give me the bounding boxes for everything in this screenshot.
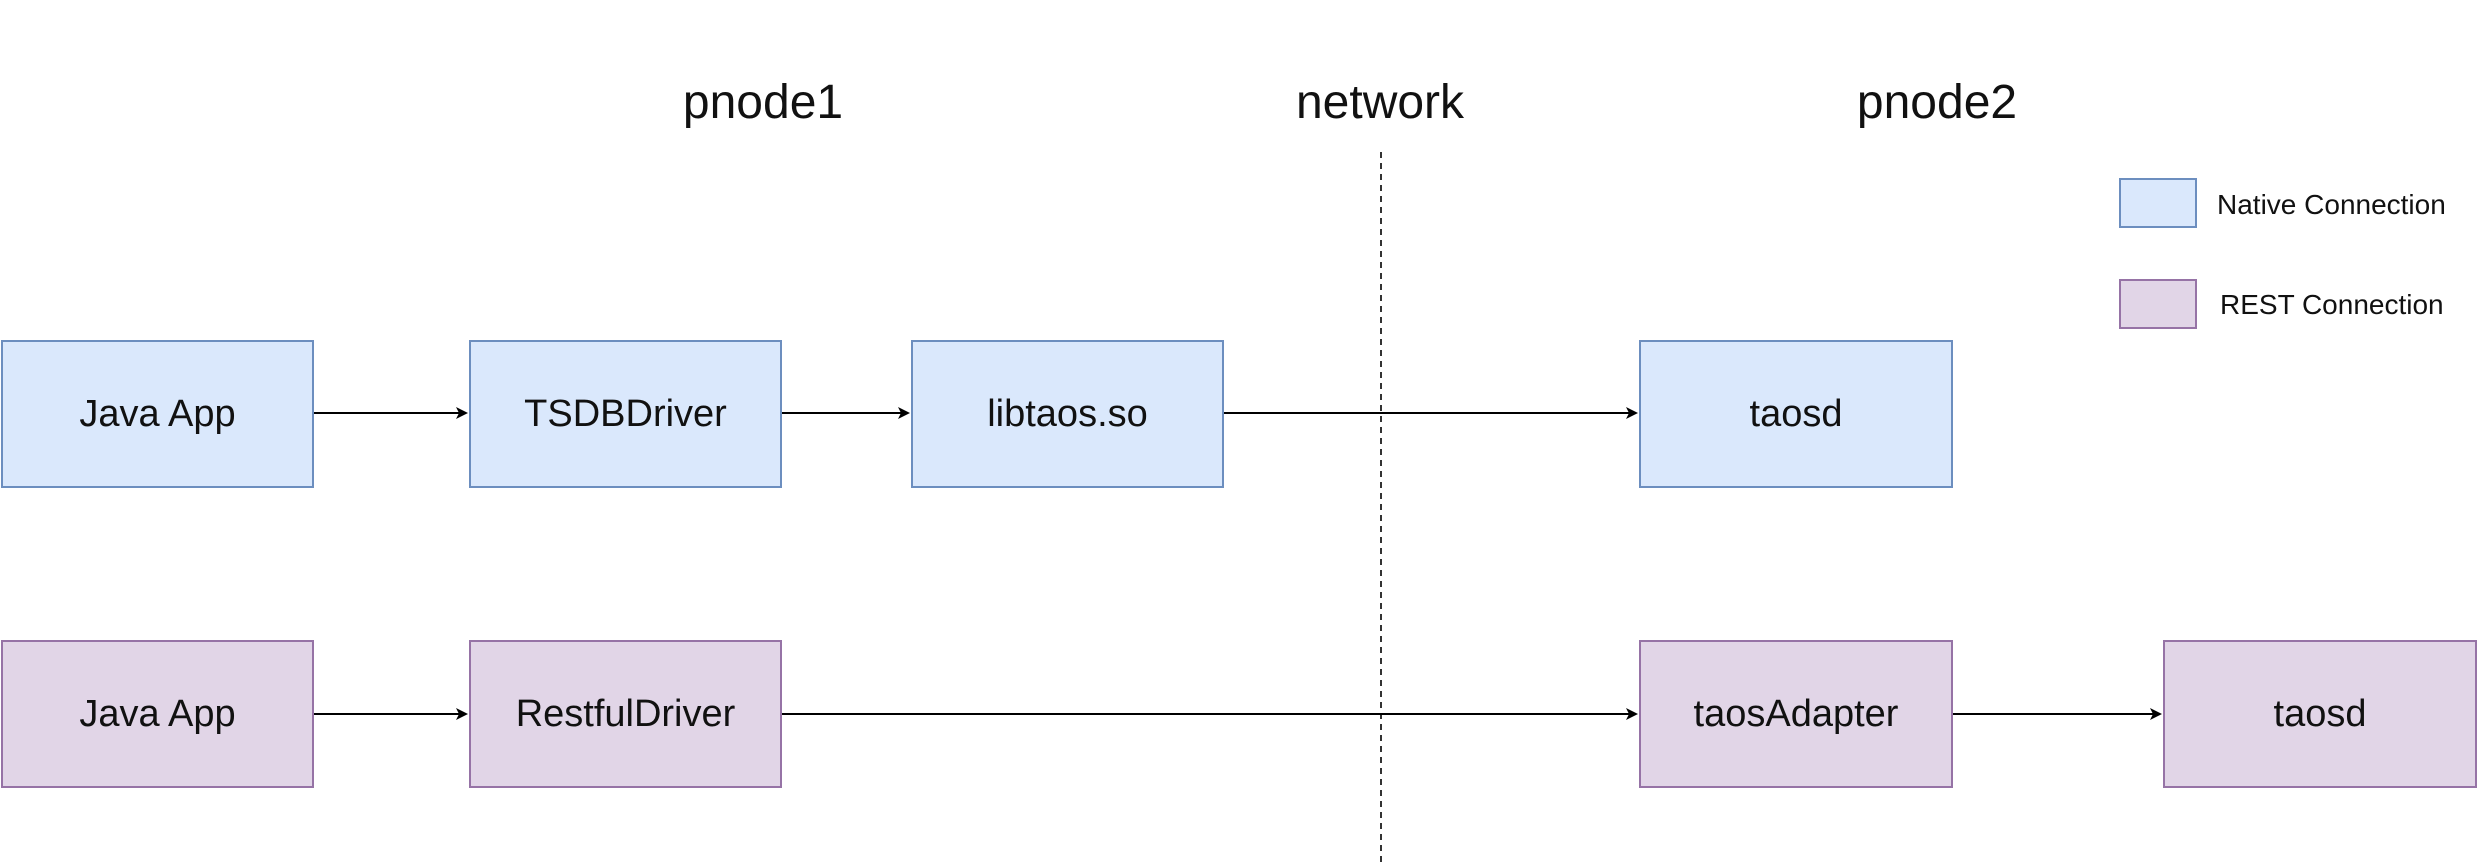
rest-legend-swatch xyxy=(2119,279,2197,329)
native-taosd-box: taosd xyxy=(1639,340,1953,488)
pnode1-label: pnode1 xyxy=(682,76,844,129)
taos-adapter-box: taosAdapter xyxy=(1639,640,1953,788)
rest-java-app-label: Java App xyxy=(79,692,236,735)
tsdb-driver-box: TSDBDriver xyxy=(469,340,782,488)
rest-taosd-label: taosd xyxy=(2273,692,2367,735)
pnode2-label: pnode2 xyxy=(1856,76,2018,129)
libtaos-box: libtaos.so xyxy=(911,340,1224,488)
libtaos-label: libtaos.so xyxy=(987,392,1148,435)
network-label: network xyxy=(1295,76,1465,129)
native-java-app-label: Java App xyxy=(79,392,236,435)
taos-adapter-label: taosAdapter xyxy=(1693,692,1899,735)
rest-java-app-box: Java App xyxy=(1,640,314,788)
native-legend-label: Native Connection xyxy=(2217,189,2446,220)
rest-taosd-box: taosd xyxy=(2163,640,2477,788)
rest-legend-label: REST Connection xyxy=(2220,289,2444,320)
tsdb-driver-label: TSDBDriver xyxy=(524,392,727,435)
restful-driver-label: RestfulDriver xyxy=(515,692,736,735)
native-java-app-box: Java App xyxy=(1,340,314,488)
native-taosd-label: taosd xyxy=(1749,392,1843,435)
restful-driver-box: RestfulDriver xyxy=(469,640,782,788)
native-legend-swatch xyxy=(2119,178,2197,228)
